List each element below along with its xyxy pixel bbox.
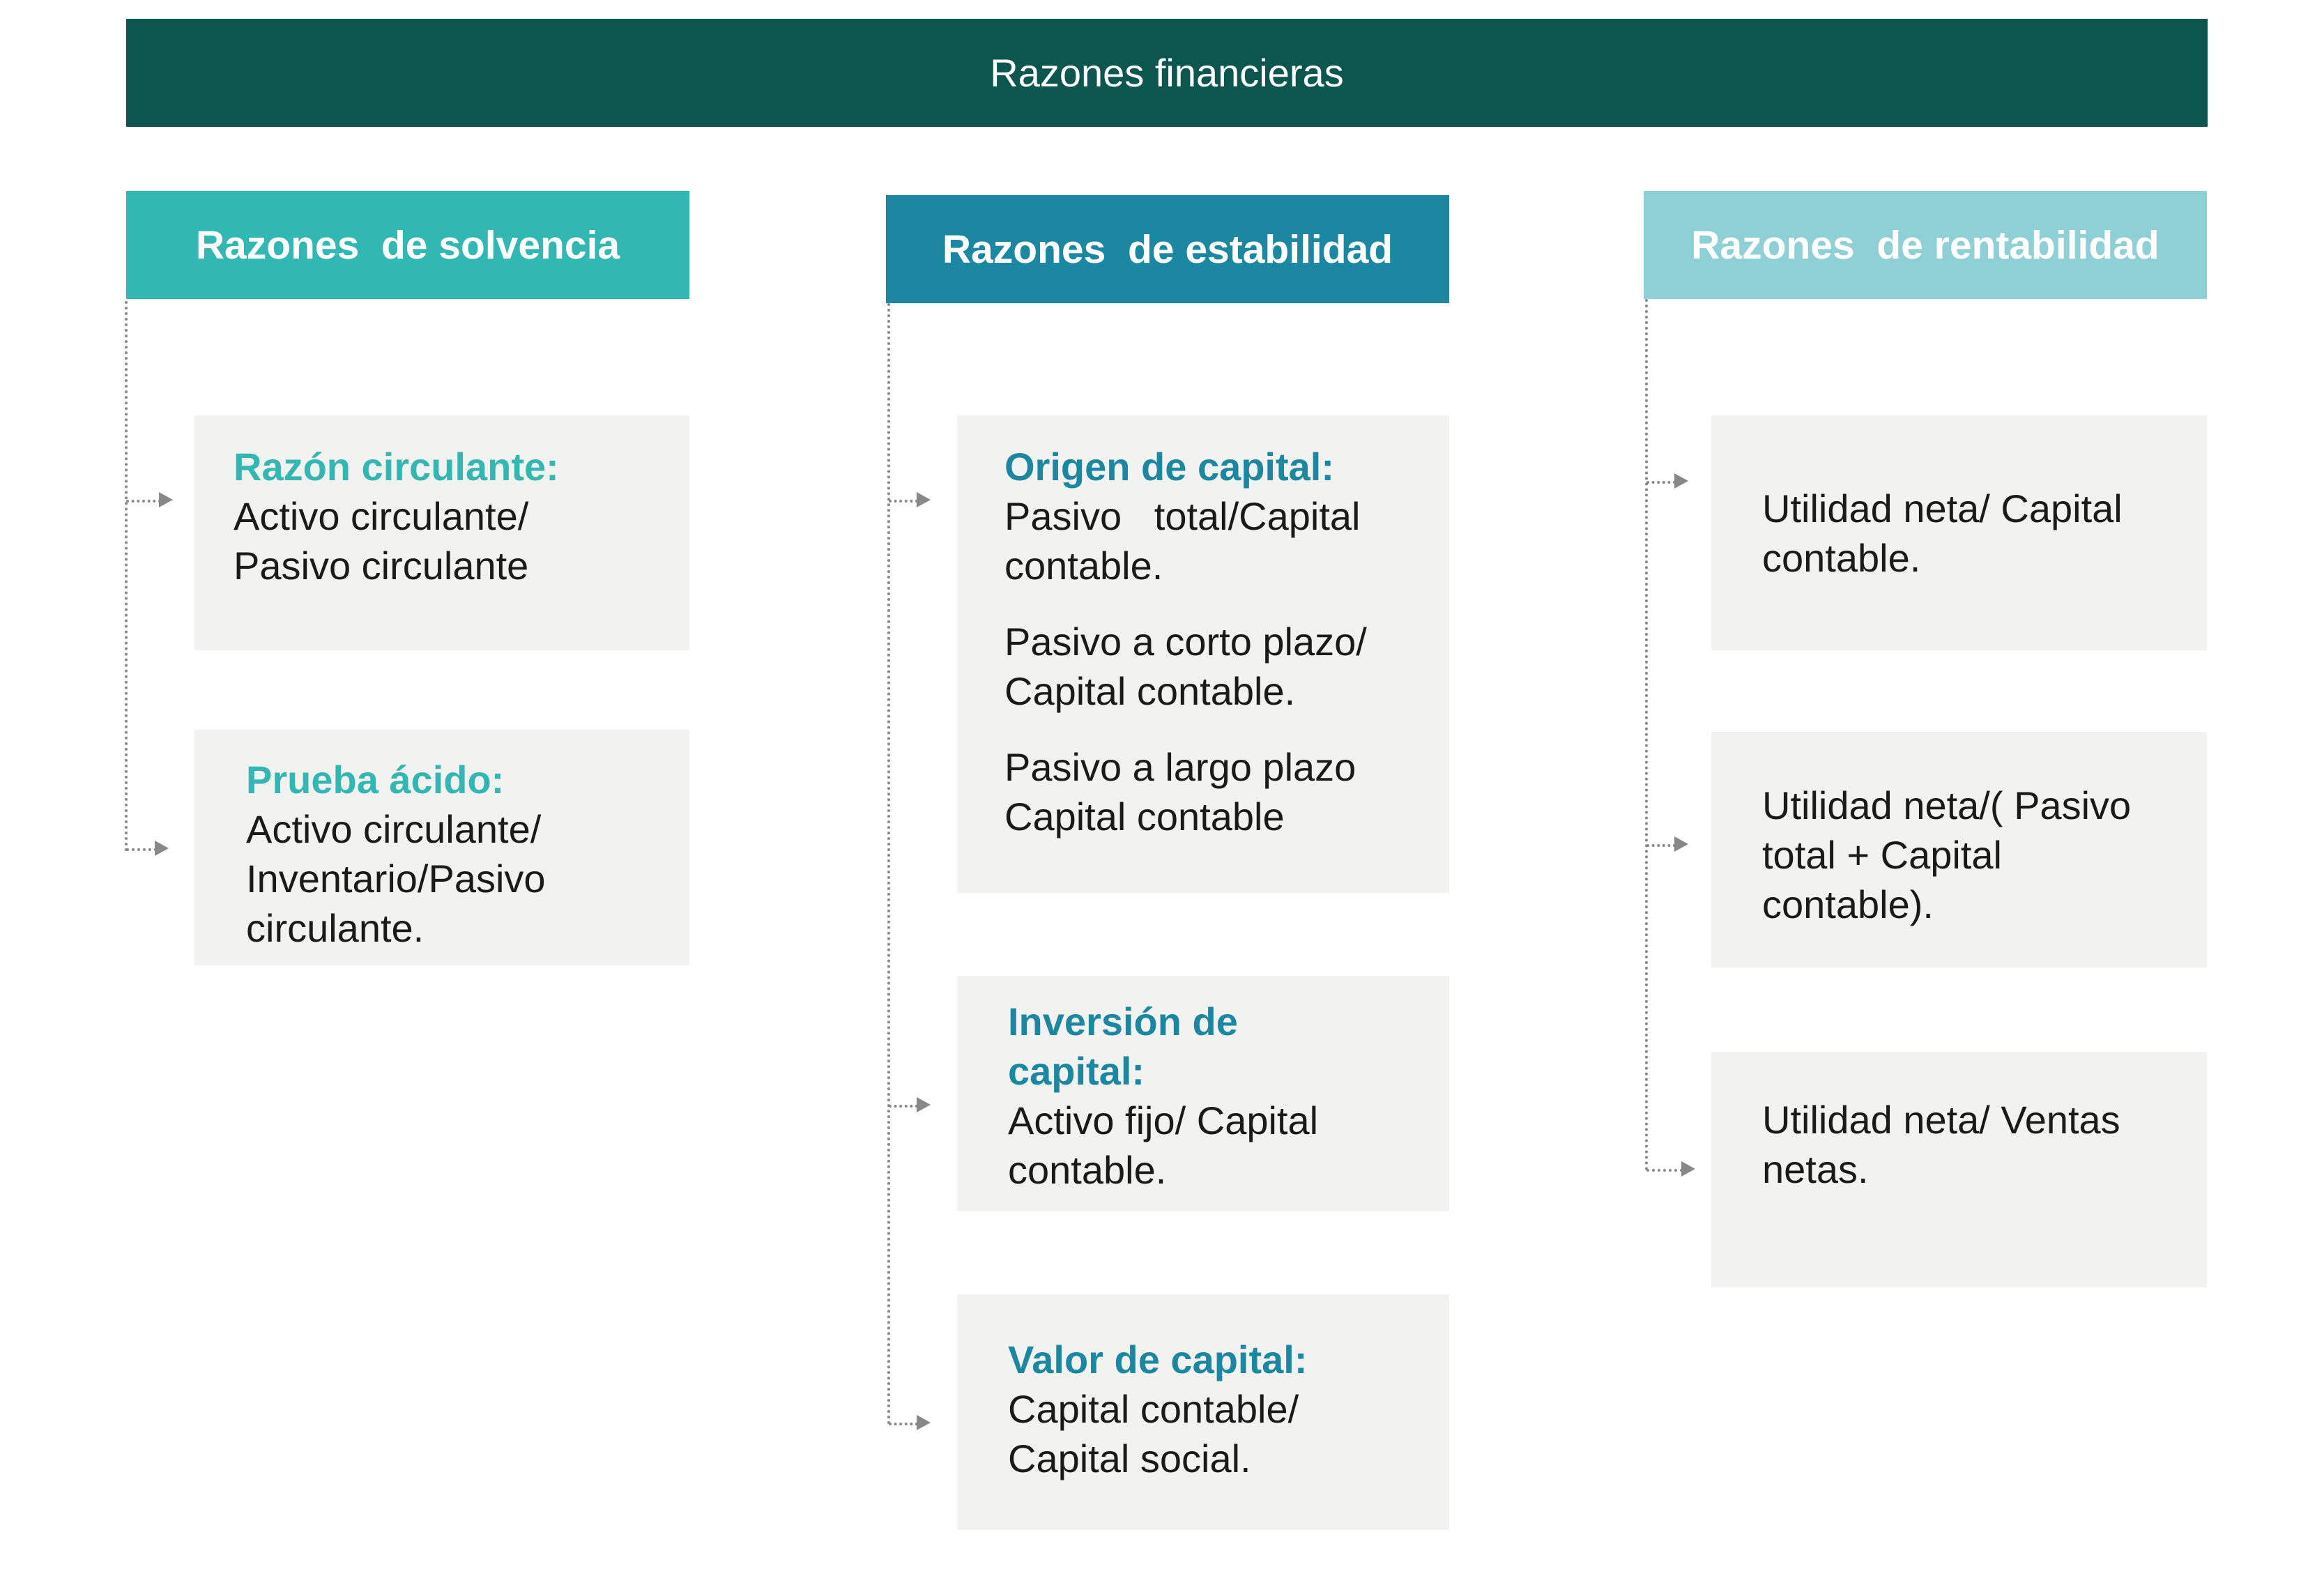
card-text: Capital contable/ [1008,1387,1299,1431]
card-title: Prueba ácido: [246,758,505,802]
card-text: total + Capital [1762,833,2002,877]
card-text: Capital contable [1004,795,1285,839]
card-text: Activo fijo/ Capital [1008,1098,1319,1142]
arrow-rentabilidad-2-icon [1674,836,1688,852]
card-text: Utilidad neta/ Ventas [1762,1098,2120,1142]
card-text: Capital social. [1008,1437,1251,1480]
card-text: Activo circulante/ [246,807,542,851]
connector-solvencia-vertical [125,301,128,852]
card-text: Pasivo a largo plazo [1004,745,1356,789]
arrow-solvencia-2-icon [155,841,169,856]
connector-rentabilidad-vertical [1645,299,1648,1171]
card-text: contable). [1762,882,1934,926]
connector-rentabilidad-3 [1646,1169,1683,1172]
card-inversion-de-capital: Inversión de capital: Activo fijo/ Capit… [957,976,1449,1211]
connector-solvencia-1 [126,500,161,503]
arrow-estabilidad-2-icon [917,1097,931,1112]
card-text: Capital contable. [1004,669,1296,713]
card-text: contable. [1762,536,1921,580]
card-origen-de-capital: Origen de capital: Pasivo total/Capital … [957,415,1449,893]
card-text: Pasivo a corto plazo/ [1004,620,1367,664]
arrow-estabilidad-1-icon [917,492,931,507]
connector-estabilidad-2 [889,1105,918,1108]
card-text: Activo circulante/ [234,494,529,538]
connector-solvencia-2 [126,848,157,851]
card-text: circulante. [246,906,425,950]
card-text: netas. [1762,1147,1869,1191]
spacer [1004,590,1449,617]
card-text: contable. [1008,1148,1167,1192]
header-rentabilidad: Razones de rentabilidad [1644,191,2207,299]
arrow-estabilidad-3-icon [917,1415,931,1430]
connector-rentabilidad-2 [1646,844,1676,847]
arrow-solvencia-1-icon [159,492,173,507]
card-text: contable. [1004,544,1163,588]
card-valor-de-capital: Valor de capital: Capital contable/ Capi… [957,1294,1449,1530]
header-estabilidad: Razones de estabilidad [886,195,1449,303]
arrow-rentabilidad-3-icon [1681,1161,1695,1177]
card-title: Valor de capital: [1008,1338,1308,1381]
card-razon-circulante: Razón circulante: Activo circulante/ Pas… [194,415,689,650]
header-solvencia: Razones de solvencia [126,191,689,299]
card-rentabilidad-1: Utilidad neta/ Capital contable. [1711,415,2207,650]
card-prueba-acido: Prueba ácido: Activo circulante/ Inventa… [194,730,689,965]
card-text: Utilidad neta/( Pasivo [1762,783,2132,827]
connector-estabilidad-1 [889,500,918,503]
diagram-title: Razones financieras [126,19,2208,127]
connector-estabilidad-3 [889,1423,918,1425]
card-title: Razón circulante: [234,445,559,489]
card-text: Utilidad neta/ Capital [1762,487,2123,530]
card-title: Origen de capital: [1004,445,1334,489]
connector-estabilidad-vertical [887,303,890,1425]
card-title: Inversión de [1008,1000,1238,1043]
connector-rentabilidad-1 [1646,481,1676,484]
card-rentabilidad-2: Utilidad neta/( Pasivo total + Capital c… [1711,732,2207,967]
card-title: capital: [1008,1049,1145,1093]
card-text: Pasivo total/Capital [1004,494,1361,538]
card-rentabilidad-3: Utilidad neta/ Ventas netas. [1711,1052,2207,1287]
arrow-rentabilidad-1-icon [1674,473,1688,489]
spacer [1004,716,1449,742]
card-text: Pasivo circulante [234,544,529,588]
card-text: Inventario/Pasivo [246,857,546,901]
